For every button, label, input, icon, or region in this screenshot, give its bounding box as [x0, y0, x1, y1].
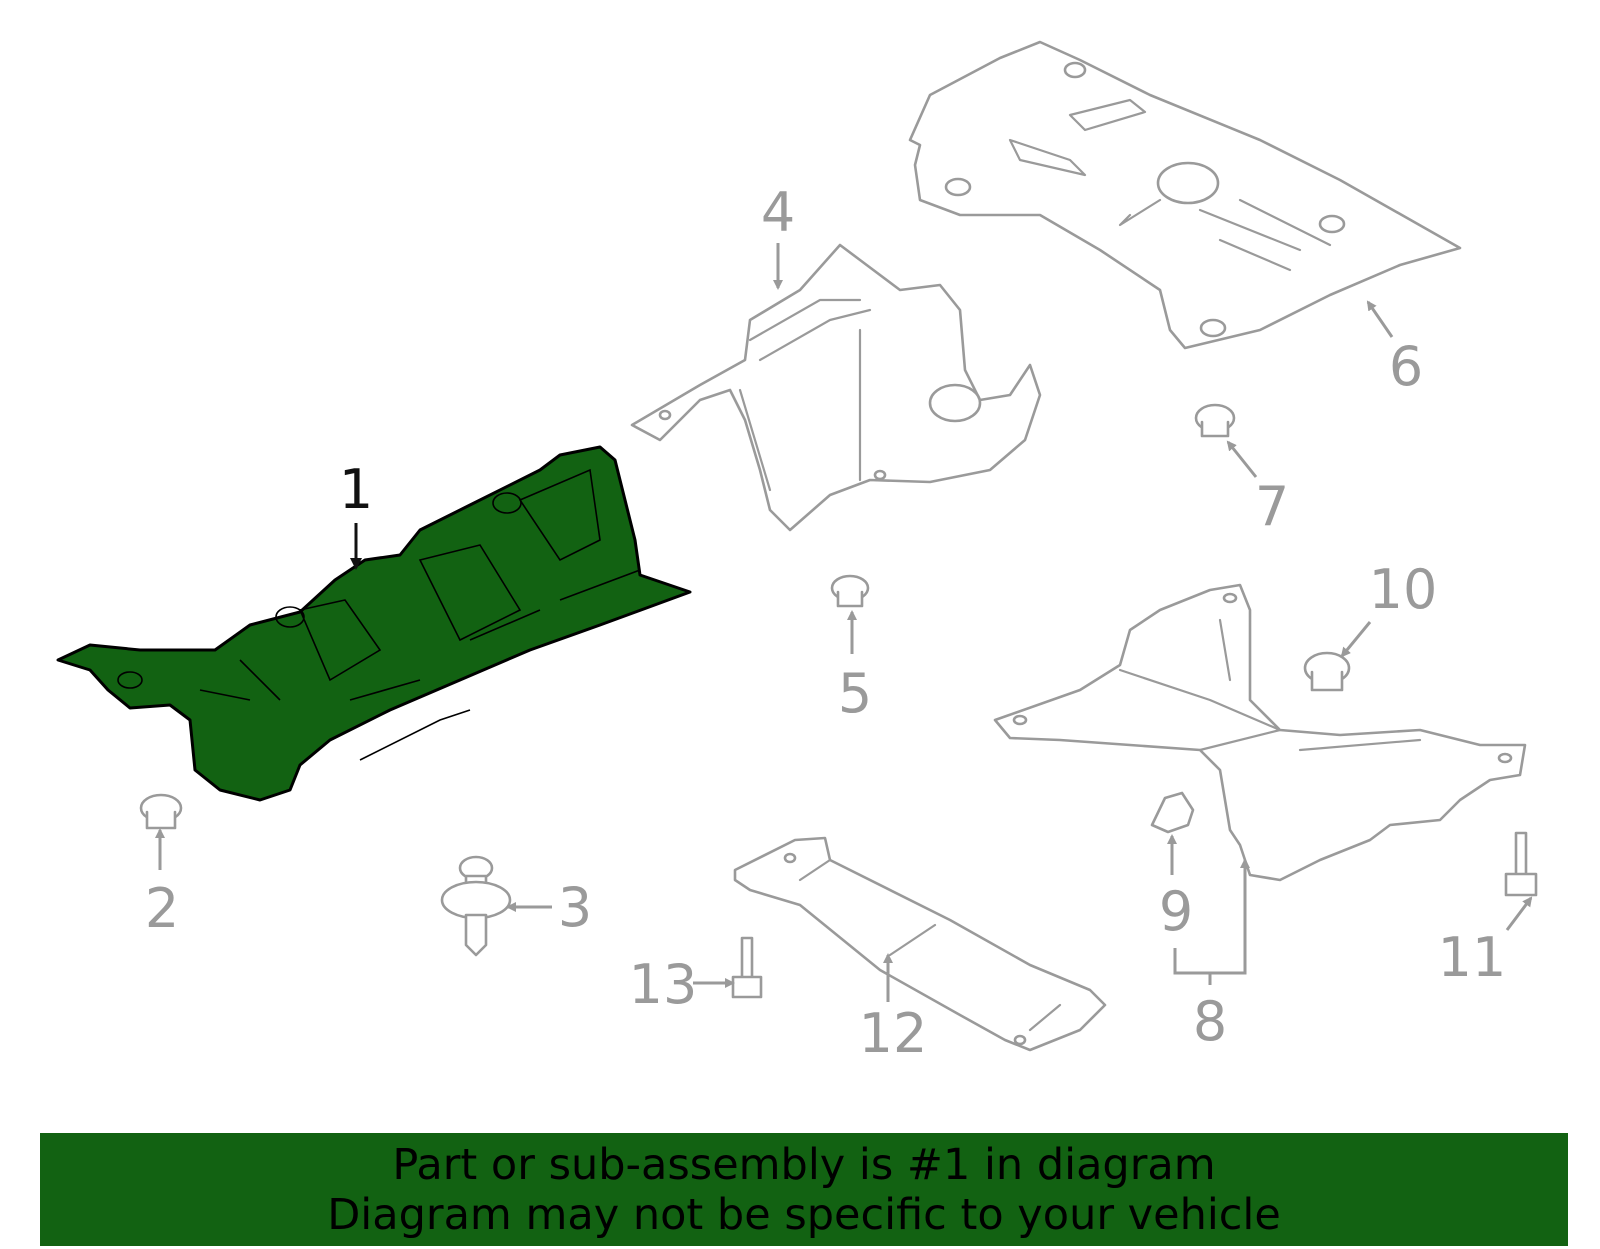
- callout-8: 8: [1193, 990, 1227, 1053]
- callout-6: 6: [1389, 335, 1423, 398]
- callout-12: 12: [859, 1002, 928, 1065]
- part-7-nut: [1194, 403, 1236, 438]
- callout-1: 1: [339, 458, 373, 521]
- info-banner: Part or sub-assembly is #1 in diagram Di…: [40, 1133, 1568, 1246]
- callout-5: 5: [838, 662, 872, 725]
- part-1-lower-shield: [56, 445, 692, 802]
- callout-10: 10: [1369, 558, 1438, 621]
- part-10-nut: [1303, 651, 1351, 692]
- callout-11: 11: [1438, 926, 1507, 989]
- callout-2: 2: [145, 877, 179, 940]
- part-3-push-pin: [440, 855, 512, 957]
- part-4-middle-shield: [630, 243, 1042, 532]
- callout-4: 4: [761, 181, 795, 244]
- part-11-bolt: [1504, 831, 1538, 897]
- part-12-crossmember: [733, 836, 1107, 1052]
- callout-arrows: [155, 243, 1533, 1002]
- banner-line-1: Part or sub-assembly is #1 in diagram: [392, 1139, 1216, 1190]
- part-2-nut: [139, 793, 183, 830]
- callout-3: 3: [558, 876, 592, 939]
- callout-7: 7: [1255, 475, 1289, 538]
- callout-labels: 1 2 3 4 5 6 7 8 9 10 11 12 13: [145, 181, 1507, 1065]
- banner-line-2: Diagram may not be specific to your vehi…: [327, 1189, 1281, 1240]
- part-13-bolt: [731, 936, 763, 999]
- parts-diagram: 1 2 3 4 5 6 7 8 9 10 11 12 13: [56, 40, 1538, 1065]
- part-8-subframe: [993, 583, 1527, 882]
- part-6-upper-shield: [908, 40, 1462, 350]
- part-9-bumper: [1150, 791, 1195, 834]
- callout-13: 13: [629, 953, 698, 1016]
- part-5-nut: [830, 574, 870, 608]
- callout-9: 9: [1159, 880, 1193, 943]
